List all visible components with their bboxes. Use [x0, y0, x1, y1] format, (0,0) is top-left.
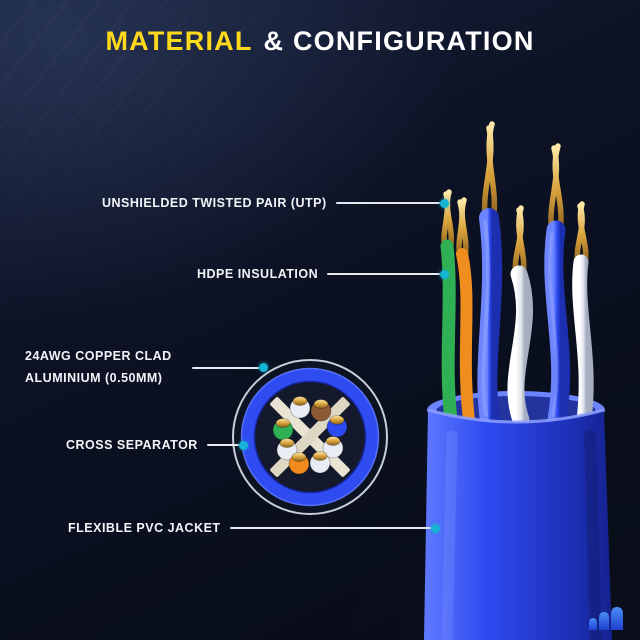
callout-pvc-jacket-line: [229, 527, 431, 529]
xs-wire-orange: [288, 452, 310, 475]
xs-wire-white: [322, 436, 344, 459]
xs-wire-white: [289, 396, 311, 419]
wire-green: [440, 239, 458, 427]
callout-hdpe-dot: [440, 269, 449, 279]
xs-wire-green: [272, 418, 294, 441]
callout-cross-separator-label: CROSS SEPARATOR: [66, 438, 198, 452]
callout-cross-separator-line: [206, 444, 239, 446]
pvc-jacket: [424, 408, 612, 640]
callout-pvc-jacket-label: FLEXIBLE PVC JACKET: [68, 521, 221, 535]
callout-pvc-jacket: FLEXIBLE PVC JACKET: [68, 521, 440, 535]
callout-copper-line: [192, 366, 259, 369]
insulated-wires: [440, 208, 594, 430]
title-rest: & CONFIGURATION: [263, 26, 535, 56]
callout-utp-dot: [440, 198, 449, 208]
brand-logo: [589, 607, 623, 630]
cross-section-wires: [272, 396, 348, 475]
callout-cross-separator-dot: [239, 440, 248, 450]
wire-white-right: [572, 254, 594, 428]
wire-blue-center: [477, 208, 503, 430]
callout-copper-dot: [259, 363, 268, 373]
xs-wire-blue: [326, 415, 348, 438]
cross-section-inset: [232, 359, 388, 515]
wire-orange: [456, 248, 475, 426]
xs-wire-white: [276, 438, 298, 461]
callout-hdpe-line: [327, 273, 440, 275]
wire-blue-right: [544, 220, 571, 430]
title-highlight: MATERIAL: [105, 26, 253, 56]
page-title: MATERIAL & CONFIGURATION: [0, 26, 640, 57]
callout-utp-label: UNSHIELDED TWISTED PAIR (UTP): [102, 196, 327, 210]
callout-utp: UNSHIELDED TWISTED PAIR (UTP): [102, 196, 449, 210]
callout-hdpe-label: HDPE INSULATION: [197, 267, 319, 281]
xs-wire-brown: [310, 399, 332, 422]
xs-wire-white: [309, 451, 331, 474]
callout-hdpe: HDPE INSULATION: [197, 267, 449, 281]
callout-utp-line: [335, 202, 440, 204]
callout-copper: 24AWG COPPER CLAD ALUMINIUM (0.50MM): [25, 346, 268, 390]
callout-pvc-jacket-dot: [431, 523, 440, 533]
wire-white-center: [507, 265, 534, 429]
callout-copper-label: 24AWG COPPER CLAD ALUMINIUM (0.50MM): [25, 349, 172, 385]
callout-cross-separator: CROSS SEPARATOR: [66, 438, 248, 452]
